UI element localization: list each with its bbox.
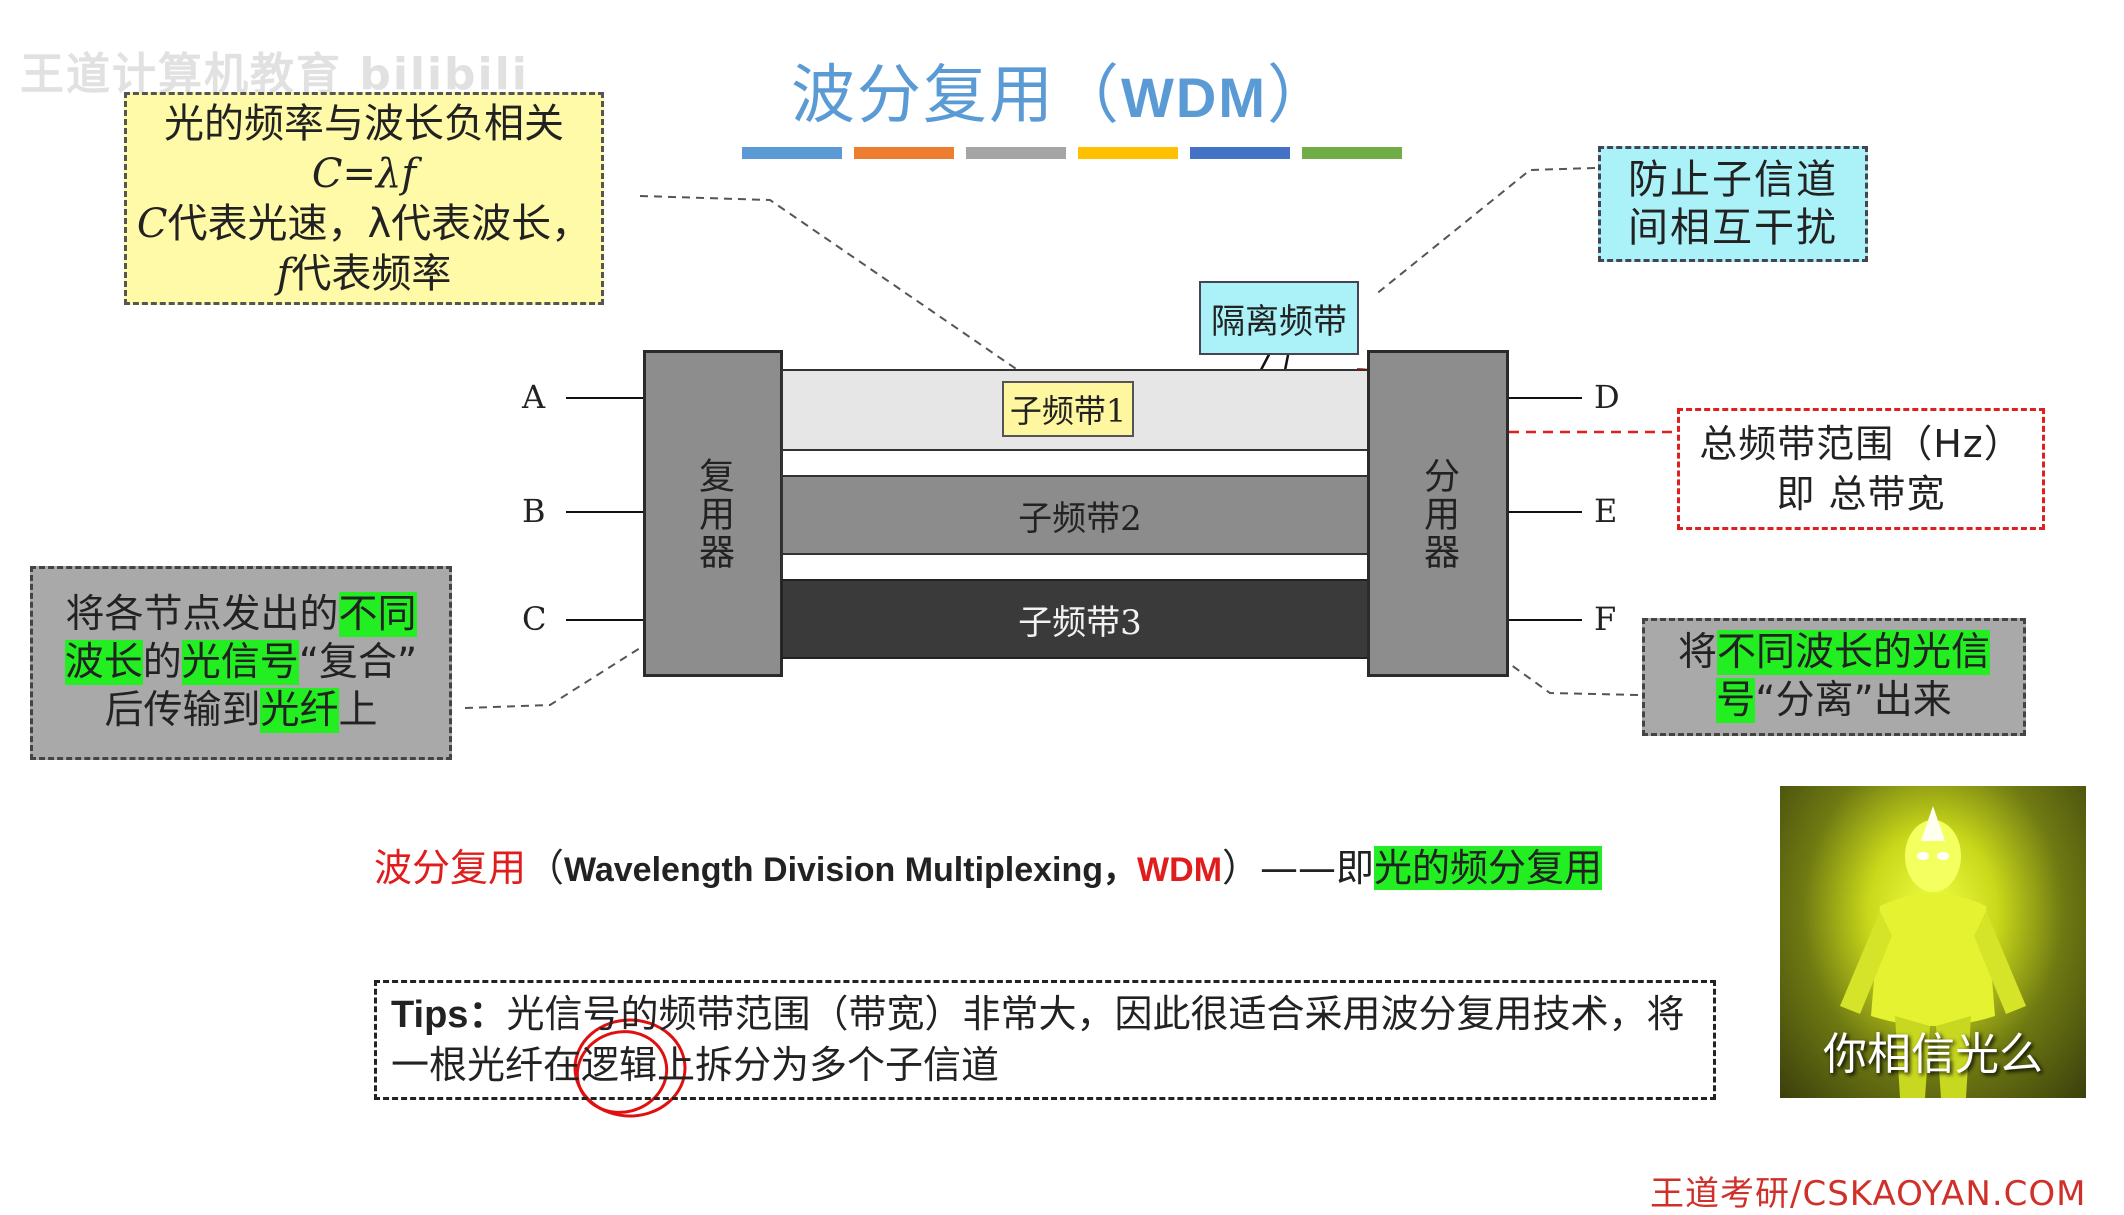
sub-band-1-label: 子频带1 [1002,381,1134,437]
ultraman-photo: 你相信光么 [1780,786,2086,1098]
speed-symbol: C [136,200,168,247]
slide-title: 波分复用（WDM） [0,44,2124,136]
frequency-note: 光的频率与波长负相关 C=λf C代表光速，λ代表波长， f代表频率 [124,92,604,305]
photo-caption: 你相信光么 [1823,1029,2043,1080]
color-bar-2 [854,147,954,159]
port-e: E [1594,492,1618,530]
watermark: 王道计算机教育 bilibili [20,49,529,100]
leader-frequency [639,195,1026,376]
bandwidth-note: 总频带范围（Hz） 即 总带宽 [1677,408,2045,530]
definition-abbr: WDM [1137,851,1223,889]
frequency-formula: C=λf [311,150,417,197]
sub-band-3: 子频带3 [781,579,1379,659]
mux-desc-highlight-1: 不同 [338,592,417,637]
color-bar-4 [1078,147,1178,159]
demux-desc-text-2: “分离”出来 [1755,678,1952,723]
definition-highlight: 光的频分复用 [1374,846,1603,890]
sub-band-3-label: 子频带3 [1018,602,1142,643]
red-scribble-2 [575,1030,669,1114]
demultiplexer: 分用器 [1367,350,1509,677]
mux-desc-highlight-3: 光信号 [181,640,299,685]
port-a: A [522,378,546,416]
definition-english: Wavelength Division Multiplexing， [564,851,1138,889]
mux-description-line3: 后传输到光纤上 [33,687,449,735]
mux-description-line1: 将各节点发出的不同 [33,591,449,639]
mux-desc-text-5: 上 [338,688,378,733]
multiplexer: 复用器 [643,350,783,677]
demultiplexer-label: 分用器 [1418,456,1459,571]
color-bar-3 [966,147,1066,159]
title-zh: 波分复用（ [791,59,1122,133]
demux-description: 将不同波长的光信 号“分离”出来 [1642,618,2026,736]
red-scribble-1 [573,1018,687,1118]
tips-box: Tips：光信号的频带范围（带宽）非常大，因此很适合采用波分复用技术，将一根光纤… [374,980,1716,1100]
port-c: C [522,600,547,638]
bandwidth-note-line2: 即 总带宽 [1776,472,1946,516]
guard-band-2 [781,555,1379,581]
definition-paren: （ [526,846,565,890]
color-bar-6 [1302,147,1402,159]
demux-desc-highlight-2: 号 [1716,678,1756,723]
frequency-note-line3-text: 代表光速，λ代表波长， [167,200,592,247]
sub-band-2: 子频带2 [781,475,1379,555]
definition-term: 波分复用 [374,846,527,890]
demux-desc-highlight-1: 不同波长的光信 [1717,630,1991,675]
definition-dash: ）——即 [1222,846,1375,890]
mux-desc-text-1: 将各节点发出的 [65,592,339,637]
mux-description-line2: 波长的光信号“复合” [33,639,449,687]
wdm-definition: 波分复用（Wavelength Division Multiplexing，WD… [374,840,1603,898]
mux-desc-highlight-4: 光纤 [260,688,339,733]
guard-band-label: 隔离频带 [1199,281,1359,355]
color-bar-5 [1190,147,1290,159]
multiplexer-label: 复用器 [693,456,734,571]
mux-description: 将各节点发出的不同 波长的光信号“复合” 后传输到光纤上 [30,566,452,760]
interference-note-line2: 间相互干扰 [1628,205,1838,251]
port-f: F [1594,600,1617,638]
mux-desc-highlight-2: 波长 [64,640,143,685]
frequency-symbol: f [276,250,292,297]
demux-description-line2: 号“分离”出来 [1645,677,2023,725]
port-d: D [1594,378,1620,416]
interference-note-line1: 防止子信道 [1628,157,1838,203]
port-b: B [522,492,546,530]
interference-note: 防止子信道 间相互干扰 [1598,146,1868,262]
footer-brand: 王道考研/CSKAOYAN.COM [1650,1174,2087,1214]
guard-band-1 [781,451,1379,477]
tips-label: Tips： [391,994,507,1036]
color-bar-1 [742,147,842,159]
sub-band-2-label: 子频带2 [1018,498,1142,539]
tips-text: 光信号的频带范围（带宽）非常大，因此很适合采用波分复用技术，将一根光纤在逻辑上拆… [391,992,1685,1087]
mux-desc-text-3: “复合” [298,640,418,685]
bandwidth-note-line1: 总频带范围（Hz） [1699,422,2023,466]
frequency-note-line1: 光的频率与波长负相关 [164,100,564,147]
frequency-note-line4: f代表频率 [127,249,601,299]
mux-desc-text-2: 的 [142,640,182,685]
demux-desc-text-1: 将 [1677,630,1717,675]
mux-desc-text-4: 后传输到 [104,688,261,733]
demux-description-line1: 将不同波长的光信 [1645,629,2023,677]
leader-interference [1374,167,1596,296]
title-close: ） [1266,59,1333,133]
frequency-note-line4-text: 代表频率 [291,250,452,297]
ultraman-figure-icon [1840,806,2026,1098]
frequency-note-line3: C代表光速，λ代表波长， [127,199,601,249]
title-latin: WDM [1121,66,1267,129]
